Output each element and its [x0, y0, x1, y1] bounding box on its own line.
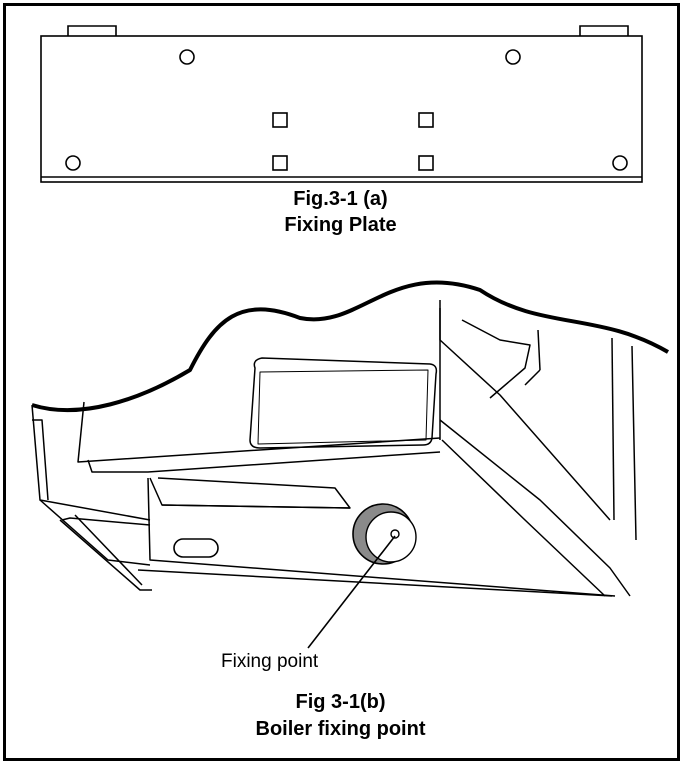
round-hole	[65, 155, 81, 171]
fixing-knob-face	[365, 511, 417, 563]
round-hole	[179, 49, 195, 65]
square-hole	[418, 155, 434, 171]
square-hole	[272, 155, 288, 171]
slot-hole	[173, 538, 219, 558]
round-hole	[612, 155, 628, 171]
plate-tab-right	[579, 25, 629, 36]
fixing-point-hole	[390, 529, 400, 539]
boiler-bracket-drawing	[31, 280, 670, 649]
fig-b-caption-line2: Boiler fixing point	[255, 718, 426, 740]
fixing-plate	[40, 25, 643, 183]
callout-leader-line	[307, 535, 396, 649]
fixing-point-label: Fixing point	[221, 651, 319, 672]
fig-a-caption-line1: Fig.3-1 (a)	[293, 188, 388, 210]
fig-a-caption-line2: Fixing Plate	[284, 214, 397, 236]
round-hole	[505, 49, 521, 65]
fixing-plate-outline	[40, 35, 643, 183]
square-hole	[272, 112, 288, 128]
window-inner	[257, 369, 429, 445]
fig-b-caption-line1: Fig 3-1(b)	[295, 691, 386, 713]
square-hole	[418, 112, 434, 128]
front-box	[31, 300, 616, 597]
rear-box	[439, 308, 637, 597]
plate-tab-left	[67, 25, 117, 36]
break-line	[31, 280, 670, 413]
window-outline	[249, 357, 438, 449]
